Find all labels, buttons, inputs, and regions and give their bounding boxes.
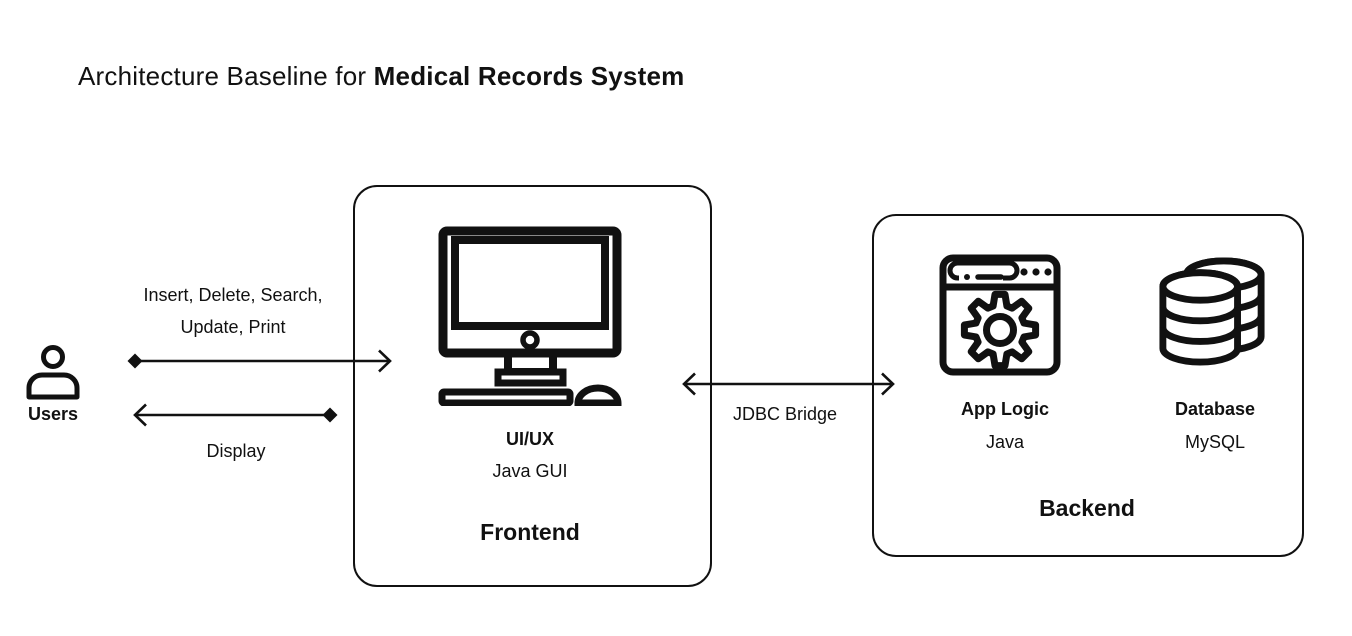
response-arrow-label: Display: [206, 441, 266, 461]
request-arrow-label-line1: Insert, Delete, Search,: [143, 285, 323, 305]
jdbc-bridge-arrow: [682, 372, 895, 396]
jdbc-bridge-label: JDBC Bridge: [732, 404, 838, 424]
page-title-prefix: Architecture Baseline for: [78, 61, 374, 91]
database-name: Database: [1174, 399, 1256, 419]
app-logic-tech: Java: [985, 432, 1025, 452]
database-tech: MySQL: [1184, 432, 1246, 452]
user-icon: [26, 345, 80, 400]
frontend-component-tech: Java GUI: [492, 461, 568, 481]
app-logic-name: App Logic: [961, 399, 1049, 419]
request-arrow-label: Insert, Delete, Search, Update, Print: [143, 279, 322, 343]
frontend-title: Frontend: [480, 519, 580, 545]
request-arrow: [127, 349, 392, 373]
request-arrow-label-line2: Update, Print: [180, 317, 286, 337]
app-logic-icon: [939, 254, 1061, 376]
database-icon: [1159, 257, 1265, 366]
monitor-icon: [438, 226, 622, 406]
response-arrow: [133, 403, 338, 427]
page-title: Architecture Baseline for Medical Record…: [78, 61, 684, 92]
backend-title: Backend: [1039, 495, 1135, 521]
page-title-highlight: Medical Records System: [373, 61, 685, 91]
frontend-component-name: UI/UX: [505, 429, 555, 449]
users-label: Users: [27, 404, 79, 424]
